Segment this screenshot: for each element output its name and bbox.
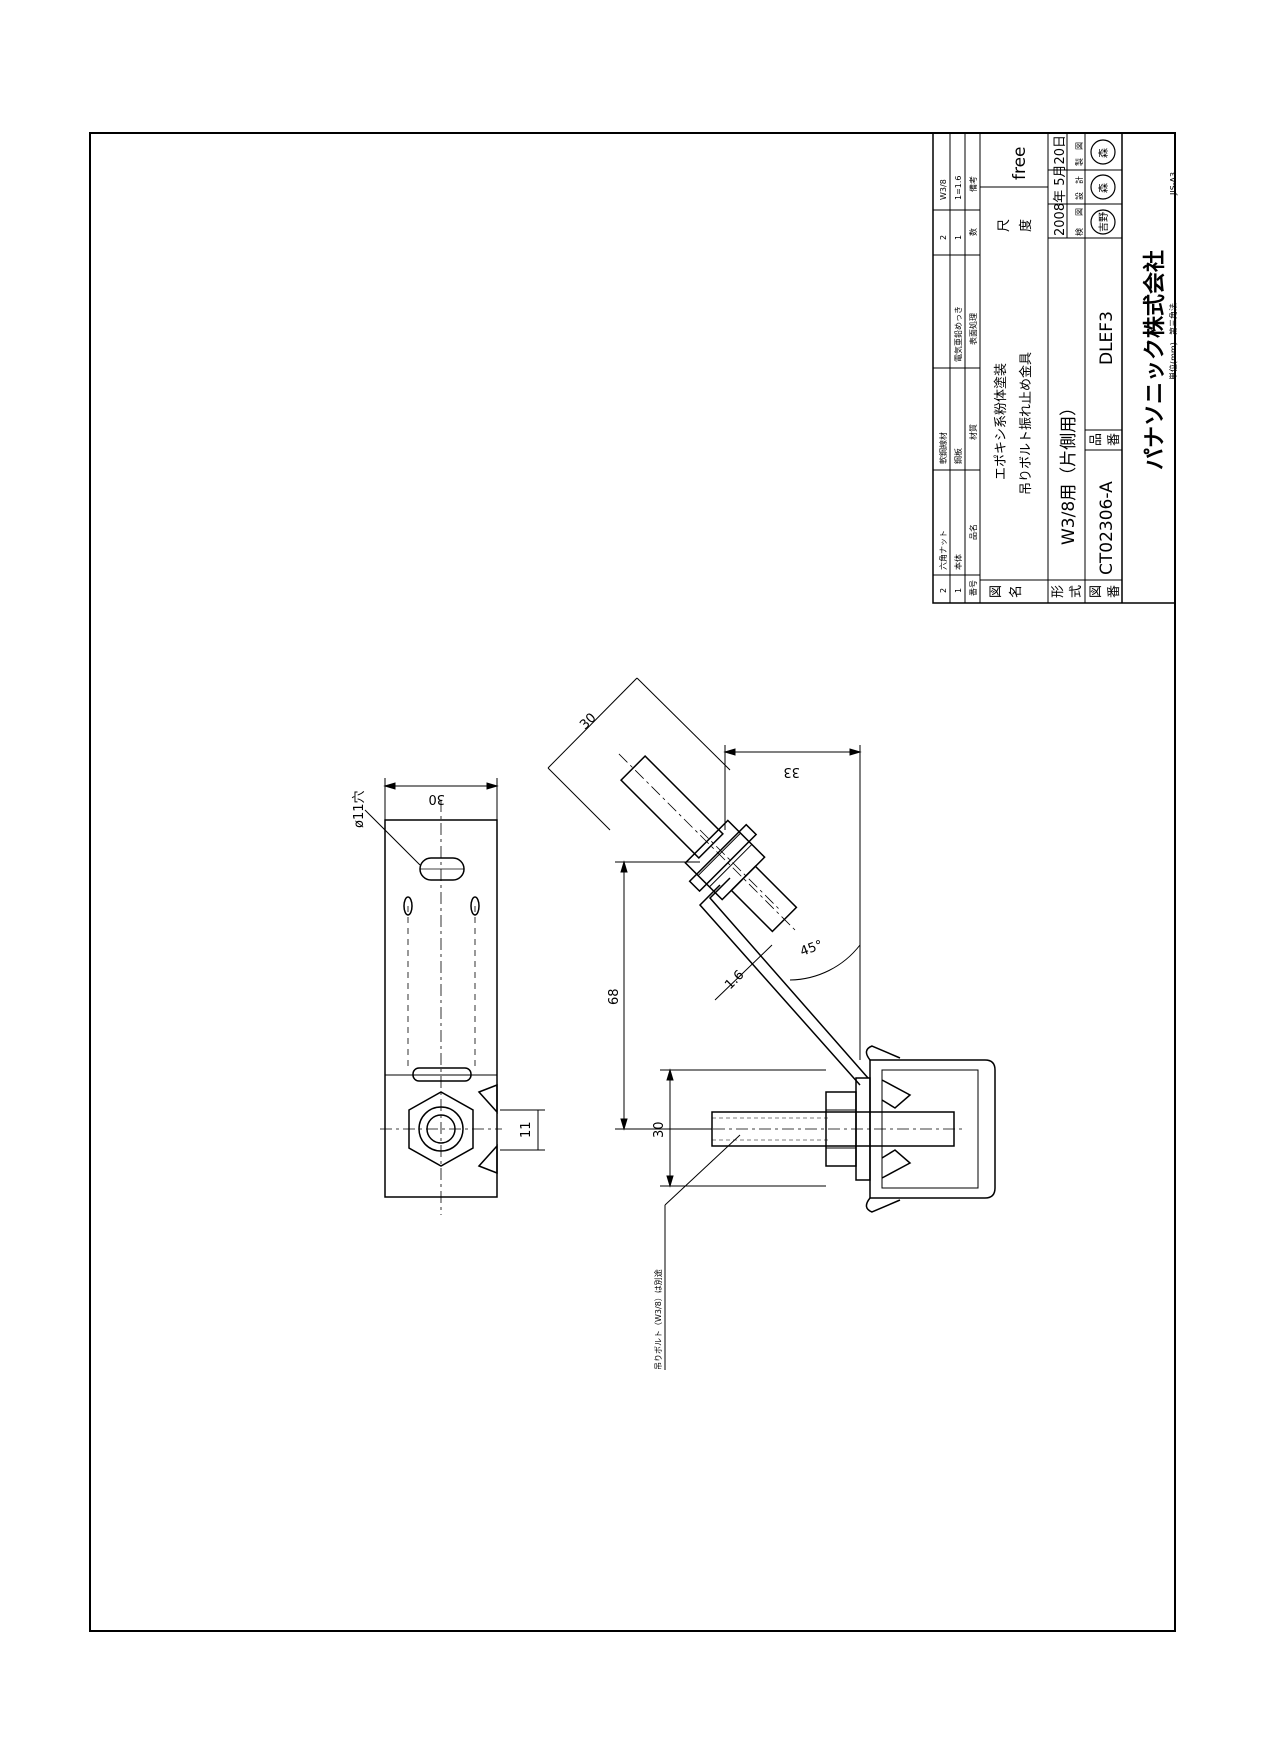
header-name: 品名 <box>968 524 978 540</box>
role-2: 図 <box>1075 208 1084 216</box>
dim-nut-height: 11 <box>519 1121 534 1138</box>
model-label-2: 式 <box>1069 585 1084 598</box>
part1-no: 1 <box>954 588 963 593</box>
dim-top-width: 30 <box>428 791 445 806</box>
dim-bolt-length: 30 <box>652 1121 667 1138</box>
scale-label-1: 尺 <box>997 219 1012 232</box>
product-no-label-1: 品 <box>1089 433 1104 446</box>
header-qty: 数 <box>968 228 978 236</box>
drawing-no: CT02306-A <box>1097 481 1117 575</box>
header-finish: 表面処理 <box>968 313 978 345</box>
bolt-note: 吊りボルト（W3/8）は別途 <box>653 1269 663 1370</box>
scale-value: free <box>1010 146 1030 180</box>
top-view <box>380 800 502 1215</box>
figure-label-1: 図 <box>989 585 1004 598</box>
dim-hole-dia: ø11穴 <box>352 791 367 829</box>
stamp-drafter-text: 森 <box>1097 148 1110 158</box>
part1-remark: 1=1.6 <box>954 175 963 200</box>
role-5: 製 <box>1074 158 1084 166</box>
part2-name: 六角ナット <box>938 530 948 570</box>
product-no: DLEF3 <box>1097 311 1117 365</box>
stamp-drafter <box>1090 139 1116 165</box>
role-3: 設 <box>1074 192 1084 200</box>
drawing-no-label-1: 図 <box>1089 585 1104 598</box>
figure-name-line2: 吊りボルト振れ止め金具 <box>1018 352 1034 495</box>
figure-name-line1: エポキシ系粉体塗装 <box>993 363 1009 480</box>
role-4: 計 <box>1074 176 1084 184</box>
stamp-designer-text: 森 <box>1097 183 1110 193</box>
title-block: 2 六角ナット 軟鋼線材 2 W3/8 1 本体 鋼板 電気亜鉛めっき 1 1=… <box>932 132 1178 604</box>
drawing-no-label-2: 番 <box>1107 585 1122 598</box>
figure-label-2: 名 <box>1008 585 1024 598</box>
part1-finish: 電気亜鉛めっき <box>953 306 963 362</box>
role-6: 図 <box>1075 142 1084 150</box>
top-view-dimensions <box>364 778 545 1151</box>
part1-material: 鋼板 <box>953 448 963 464</box>
stamp-checker <box>1090 209 1116 235</box>
stamp-designer <box>1090 174 1116 200</box>
scale-label-2: 度 <box>1018 219 1034 232</box>
role-1: 検 <box>1074 228 1084 236</box>
dim-arm-width: 30 <box>577 711 599 733</box>
projection: 第三角法 <box>1168 303 1178 335</box>
company-name: パナソニック株式会社 <box>1142 250 1168 470</box>
dim-vertical-height: 68 <box>607 988 622 1005</box>
side-view-dimensions <box>547 677 862 1370</box>
part2-no: 2 <box>939 588 948 593</box>
model-label-1: 形 <box>1051 585 1066 598</box>
part1-qty: 1 <box>954 235 963 240</box>
part1-name: 本体 <box>953 554 963 570</box>
dim-angle: 45° <box>798 938 825 960</box>
header-remark: 備考 <box>968 176 978 192</box>
model-name: W3/8用（片側用） <box>1059 399 1079 545</box>
part2-remark: W3/8 <box>939 179 948 200</box>
unit-note: 単位(mm) <box>1168 342 1178 380</box>
side-view <box>618 753 996 1213</box>
drawing-border <box>89 132 1176 1632</box>
part2-material: 軟鋼線材 <box>938 432 948 464</box>
header-material: 材質 <box>968 424 978 440</box>
part2-qty: 2 <box>939 235 948 240</box>
stamp-checker-text: 吉野 <box>1098 212 1110 232</box>
dim-horizontal-offset: 33 <box>783 764 800 779</box>
date: 2008年 5月20日 <box>1053 135 1068 236</box>
header-no: 番号 <box>968 580 978 596</box>
product-no-label-2: 番 <box>1107 433 1122 446</box>
paper-size: JIS-A3 <box>1169 172 1178 196</box>
